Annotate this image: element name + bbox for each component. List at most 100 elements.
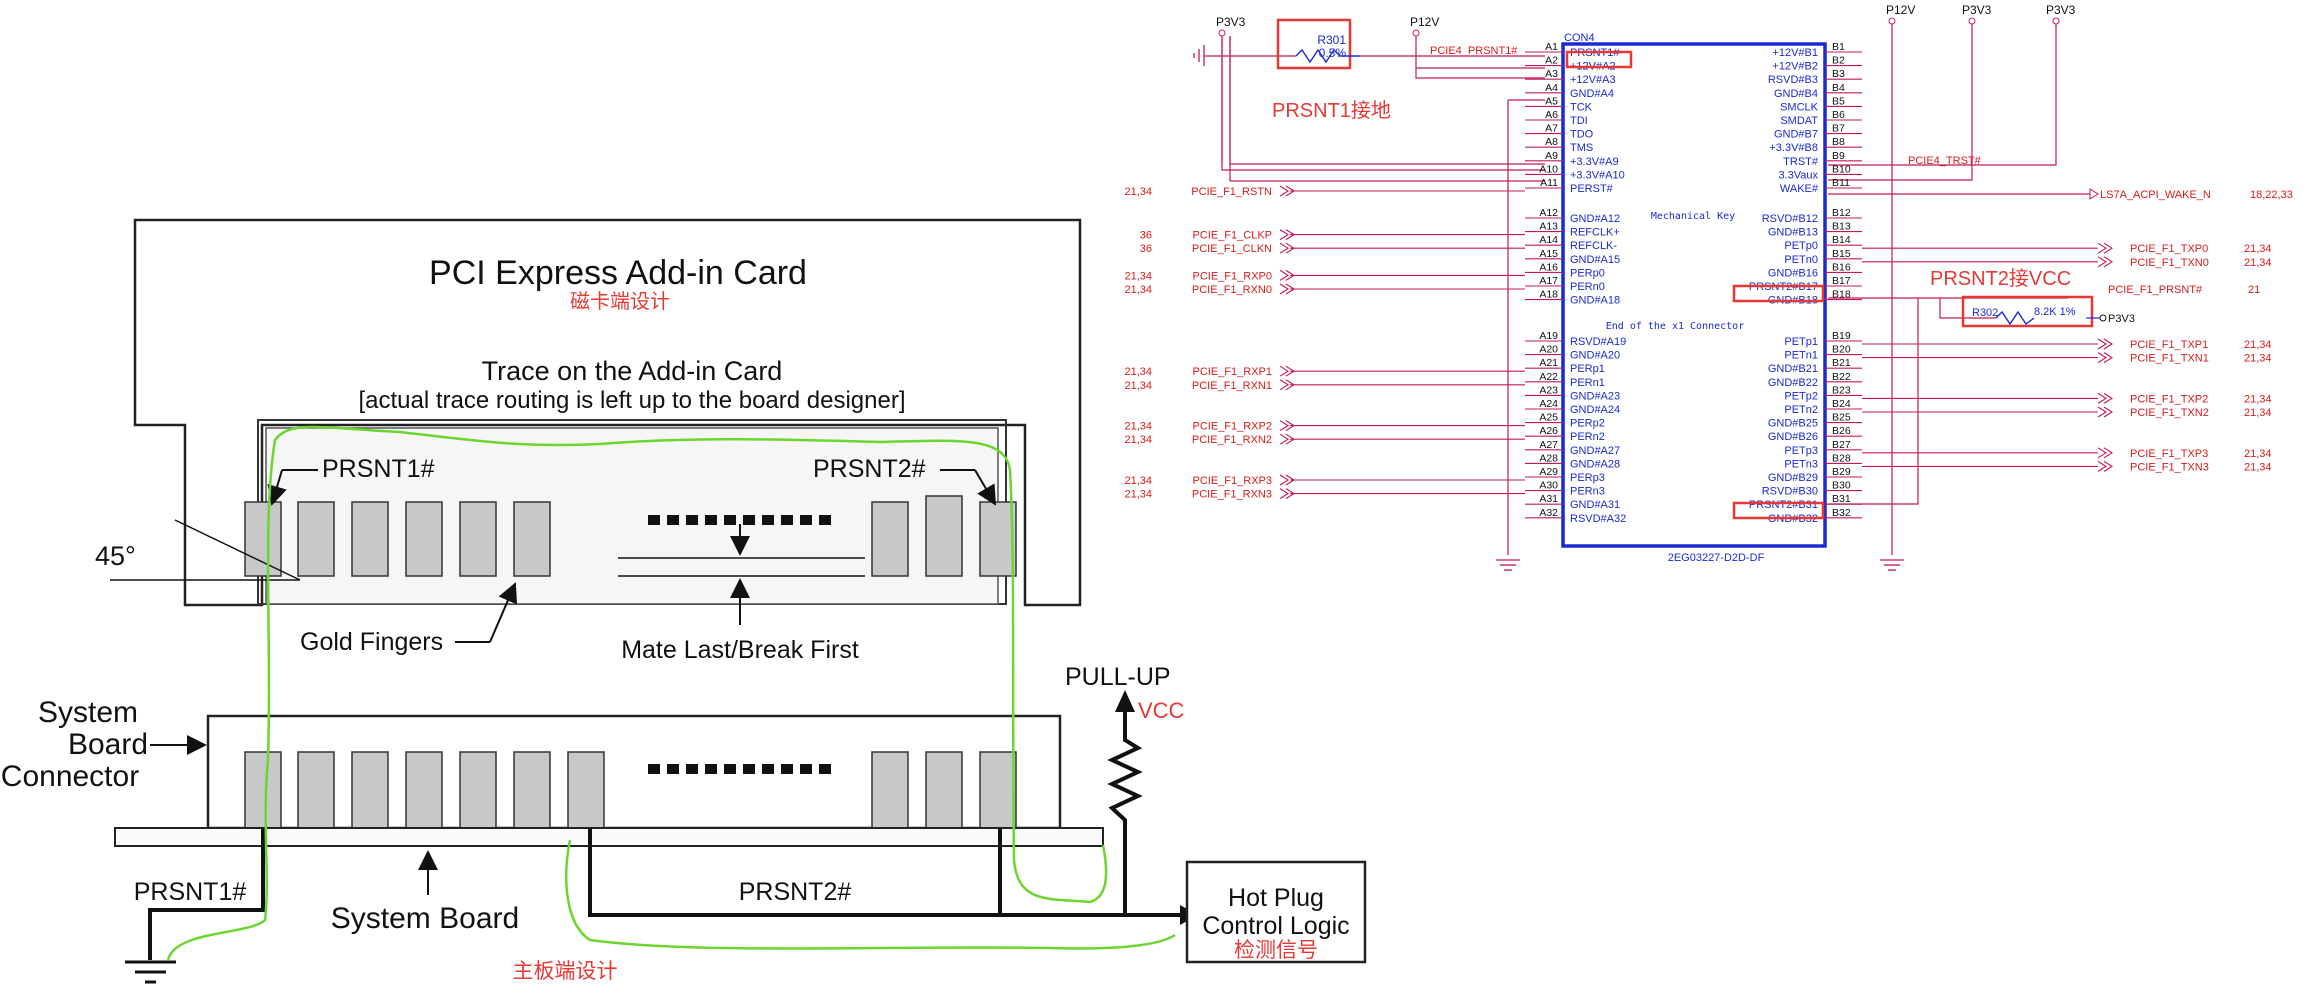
left-net-page: 21,34 [1124, 366, 1152, 378]
a-pin-number: A3 [1545, 68, 1558, 80]
sys-conn-line3: Connector [1, 760, 139, 793]
right-net-port [2097, 242, 2114, 254]
end-x1-connector: End of the x1 Connector [1606, 321, 1744, 332]
a-pin-number: A30 [1539, 480, 1558, 492]
a-pin-number: A10 [1539, 163, 1558, 175]
a-pin-number: A16 [1539, 261, 1558, 273]
a-pin-name: PERp1 [1570, 363, 1605, 375]
r302-value: 8.2K 1% [2034, 306, 2076, 318]
a-pin-name: +12V#A3 [1570, 74, 1616, 86]
a-pin-number: A31 [1539, 493, 1558, 505]
left-net-name: PCIE_F1_RXP0 [1193, 270, 1272, 282]
prsnt2-top-label: PRSNT2# [813, 455, 926, 483]
pullup-label: PULL-UP [1065, 663, 1171, 691]
card-title: PCI Express Add-in Card [429, 254, 807, 292]
b-pin-name: PETp1 [1784, 336, 1818, 348]
right-net-port [2097, 338, 2114, 350]
left-net-name: PCIE_F1_RSTN [1191, 186, 1272, 198]
b-pin-number: B11 [1832, 177, 1850, 189]
a-pin-number: A25 [1539, 412, 1558, 424]
r302-highlight [1961, 295, 2094, 328]
left-net-name: PCIE_F1_CLKP [1193, 230, 1272, 242]
a-pin-number: A21 [1539, 357, 1558, 369]
left-net-port [1279, 420, 1296, 432]
b-pin-name: PETp2 [1784, 390, 1818, 402]
a-pin-name: GND#A23 [1570, 390, 1620, 402]
part-number: 2EG03227-D2D-DF [1668, 552, 1765, 564]
a-pin-name: PERp2 [1570, 418, 1605, 430]
a-pin-number: A8 [1545, 136, 1558, 148]
a-pin-number: A24 [1539, 398, 1558, 410]
a-pin-number: A9 [1545, 150, 1558, 162]
b-pin-number: B18 [1832, 289, 1851, 301]
b-pin-number: B15 [1832, 248, 1851, 260]
left-net-page: 21,34 [1124, 284, 1152, 296]
left-net-name: PCIE_F1_RXN3 [1192, 489, 1272, 501]
left-net-page: 21,34 [1124, 270, 1152, 282]
a-pin-number: A5 [1545, 95, 1558, 107]
left-net-port [1279, 474, 1296, 486]
b-pin-name: 3.3Vaux [1778, 169, 1818, 181]
left-net-port [1279, 185, 1296, 197]
a-pin-name: PERn2 [1570, 431, 1605, 443]
right-net-port [2097, 256, 2114, 268]
pcie-schematic: P3V3 P12V P12V P3V3 P3V3 [1124, 3, 2293, 571]
b-pin-number: B27 [1832, 439, 1851, 451]
a-pin-name: PERn3 [1570, 486, 1605, 498]
rail-p3v3-left: P3V3 [1216, 15, 1246, 29]
a-pin-number: A23 [1539, 384, 1558, 396]
pcie-card-diagram: PCI Express Add-in Card 磁卡端设计 Trace on t… [1, 218, 1367, 984]
right-net-page: 21,34 [2244, 448, 2272, 460]
prsnt2-b17-highlight [1732, 284, 1825, 303]
right-net-name: PCIE_F1_TXP3 [2130, 448, 2208, 460]
a-pin-number: A12 [1539, 207, 1558, 219]
left-net-port [1279, 379, 1296, 391]
b-pin-number: B31 [1832, 493, 1851, 505]
hot-plug-line1: Hot Plug [1228, 884, 1324, 912]
a-pin-number: A15 [1539, 248, 1558, 260]
a-pin-number: A17 [1539, 275, 1558, 287]
a-pin-name: PERp0 [1570, 267, 1605, 279]
b-pin-name: +12V#B2 [1772, 61, 1818, 73]
sys-conn-line2: Board [68, 728, 148, 761]
a-pin-name: GND#A27 [1570, 445, 1620, 457]
left-net-name: PCIE_F1_RXN2 [1192, 434, 1272, 446]
r301-highlight [1276, 18, 1352, 70]
a-pin-name: PERn0 [1570, 281, 1605, 293]
b-pin-number: B13 [1832, 221, 1851, 233]
b-pin-number: B21 [1832, 357, 1851, 369]
b-pin-name: GND#B26 [1768, 431, 1818, 443]
b-pin-number: B25 [1832, 412, 1851, 424]
b-pin-number: B10 [1832, 163, 1851, 175]
a-pin-number: A22 [1539, 371, 1558, 383]
right-net-port [2097, 392, 2114, 404]
prsnt2-vcc-cn: PRSNT2接VCC [1930, 267, 2071, 290]
mate-last-label: Mate Last/Break First [621, 636, 859, 664]
trace-line-1: Trace on the Add-in Card [482, 356, 783, 386]
b-pin-name: PETn0 [1784, 254, 1818, 266]
right-net-name: PCIE_F1_TXP2 [2130, 393, 2208, 405]
right-net-page: 21,34 [2244, 353, 2272, 365]
a-pin-name: GND#A24 [1570, 404, 1620, 416]
b-pin-number: B5 [1832, 95, 1845, 107]
left-net-port [1279, 488, 1296, 500]
rail-p12v-right: P12V [1886, 3, 1915, 17]
left-net-name: PCIE_F1_RXN0 [1192, 284, 1272, 296]
a-pin-name: TDI [1570, 115, 1588, 127]
a-pin-name: REFCLK- [1570, 240, 1617, 252]
a-pin-name: RSVD#A19 [1570, 336, 1626, 348]
connector-con4 [1561, 42, 1827, 548]
system-board-label: System Board [331, 902, 519, 935]
b-pin-name: PETn1 [1784, 350, 1818, 362]
a-pin-number: A29 [1539, 466, 1558, 478]
trace-line-2: [actual trace routing is left up to the … [359, 387, 906, 414]
right-net-name: PCIE_F1_TXP1 [2130, 339, 2208, 351]
left-net-name: PCIE_F1_RXN1 [1192, 380, 1272, 392]
a-pin-name: PERn1 [1570, 377, 1605, 389]
b-pin-number: B29 [1832, 466, 1851, 478]
b-pin-number: B4 [1832, 82, 1845, 94]
b-pin-number: B12 [1832, 207, 1851, 219]
right-net-name: PCIE_F1_TXN2 [2130, 407, 2209, 419]
